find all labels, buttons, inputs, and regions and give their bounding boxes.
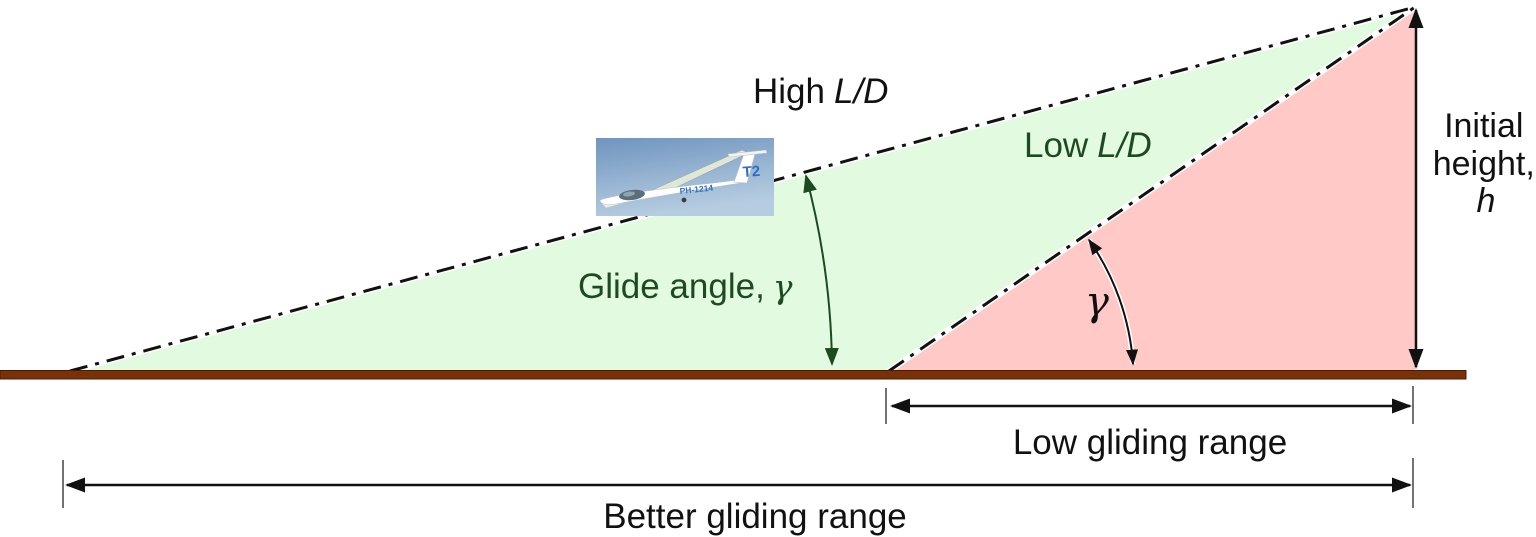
glider-tailplane: [727, 149, 768, 158]
glide-angle-arc-high: [803, 174, 839, 366]
gamma-label: γ: [1085, 279, 1109, 325]
glide-angle-label: Glide angle,γ: [578, 267, 793, 306]
glider-canopy-glass: [623, 191, 635, 197]
glider-photo: T2 PH-1214: [596, 138, 774, 216]
ground-line: [0, 370, 1467, 380]
glide-angle-arc-low: [1088, 238, 1138, 366]
low-ld-glidepath-line: [888, 5, 1416, 373]
low-range-label: Low gliding range: [1013, 423, 1287, 462]
better-range-label: Better gliding range: [603, 497, 907, 536]
glider-tail-code: T2: [742, 163, 761, 181]
glider-registration: PH-1214: [679, 183, 714, 196]
initial-height-label: Initial height, h: [1433, 107, 1536, 220]
glider-wheel: [681, 197, 687, 203]
